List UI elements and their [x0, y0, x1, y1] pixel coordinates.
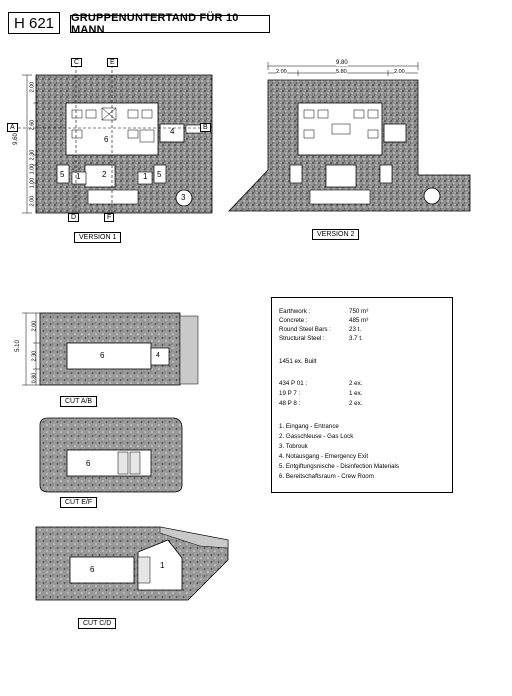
part-label: 434 P 01 : — [279, 380, 308, 387]
section-cut-ef — [39, 417, 183, 493]
cut-ab-room-4 — [150, 347, 170, 366]
v2-dim-mid: 5.80 — [336, 69, 347, 75]
plan-version-2 — [228, 62, 471, 212]
v2-dim-left: 2.00 — [276, 69, 287, 75]
caption-cut-cd: CUT C/D — [78, 618, 117, 629]
cut-ef-door-1 — [117, 451, 129, 475]
cut-ab-dimension-lines — [22, 312, 40, 386]
cut-dim-total: 5.10 — [14, 340, 21, 352]
section-marker-d: D — [68, 213, 80, 222]
v2-room-5-left — [289, 164, 303, 184]
part-label: 48 P 8 : — [279, 400, 301, 407]
cut-cd-slope — [159, 526, 229, 549]
v1-room-4 — [159, 123, 185, 143]
cut-cd-door — [137, 556, 151, 584]
room-legend-item: 2. Gasschleuse - Gas Lock — [279, 433, 354, 440]
section-marker-c: C — [71, 58, 83, 67]
v2-tobruk — [423, 187, 441, 205]
cut-cd-crew-room — [69, 556, 135, 584]
v1-furniture — [71, 107, 155, 143]
part-value: 1 ex. — [349, 390, 363, 397]
material-value: 485 m³ — [349, 317, 369, 324]
v1-dim-total: 9.60 — [12, 133, 19, 145]
section-marker-f: F — [104, 213, 115, 222]
caption-cut-ab: CUT A/B — [60, 396, 98, 407]
v1-dim-b: 1.00 — [29, 163, 36, 175]
cut-ab-earth-slope — [179, 315, 199, 385]
cut-cd-label-room-1: 1 — [160, 561, 165, 570]
room-legend-item: 5. Entgiftungsnische - Disinfection Mate… — [279, 463, 400, 470]
v1-section-lines — [18, 60, 205, 220]
v2-dimension-lines — [267, 62, 419, 76]
v1-entrance-1b — [137, 171, 153, 185]
cut-ef-door-2 — [129, 451, 141, 475]
v1-dimension-lines — [22, 74, 38, 214]
v1-label-room-1b: 1 — [143, 172, 148, 181]
section-cut-ab — [22, 312, 199, 386]
material-value: 750 m³ — [349, 308, 369, 315]
drawing-id: H 621 — [8, 12, 60, 34]
material-value: 3.7 t. — [349, 335, 363, 342]
v1-label-room-2: 2 — [102, 170, 107, 179]
built-count: 1451 ex. Built — [279, 358, 317, 365]
part-value: 2 ex. — [349, 380, 363, 387]
room-legend-item: 6. Bereitschaftsraum - Crew Room — [279, 473, 374, 480]
v2-entrance-corridor — [309, 189, 371, 205]
v2-furniture — [303, 109, 379, 139]
part-label: 19 P 7 : — [279, 390, 301, 397]
caption-version-1: VERSION 1 — [74, 232, 122, 243]
v1-entrance-corridor — [87, 189, 139, 205]
section-marker-a: A — [7, 123, 18, 132]
v1-room-5-left — [56, 164, 70, 184]
v1-label-room-6: 6 — [104, 135, 109, 144]
part-value: 2 ex. — [349, 400, 363, 407]
v2-room-4 — [383, 123, 407, 143]
section-marker-e: E — [107, 58, 118, 67]
material-value: 23 t. — [349, 326, 362, 333]
v1-label-room-4: 4 — [170, 127, 175, 136]
material-label: Round Steel Bars : — [279, 326, 331, 333]
plan-version-1 — [18, 60, 213, 220]
cut-dim-top: 2.00 — [31, 320, 38, 332]
v1-dim-a: 2.30 — [29, 149, 36, 161]
cut-ab-label-room-4: 4 — [156, 352, 160, 359]
room-legend-item: 1. Eingang - Entrance — [279, 423, 339, 430]
v1-dim-mid: 2.60 — [29, 119, 36, 131]
v2-dim-total: 9.80 — [336, 60, 348, 66]
v1-dim-c: 1.00 — [29, 177, 36, 189]
v2-room-5-right — [379, 164, 393, 184]
v1-room-5-right — [153, 164, 167, 184]
cut-ef-label-room-6: 6 — [86, 459, 91, 468]
v1-label-room-3: 3 — [181, 193, 186, 202]
caption-cut-ef: CUT E/F — [60, 497, 98, 508]
cut-dim-bottom: 0.80 — [31, 372, 38, 384]
v1-dim-top: 2.00 — [29, 81, 36, 93]
v2-dim-right: 2.00 — [394, 69, 405, 75]
cut-cd-label-room-6: 6 — [90, 565, 95, 574]
section-marker-b: B — [200, 123, 211, 132]
material-label: Structural Steel : — [279, 335, 325, 342]
v1-label-room-1a: 1 — [76, 172, 81, 181]
v1-label-room-5b: 5 — [157, 170, 162, 179]
v1-label-room-5a: 5 — [60, 170, 65, 179]
room-legend-item: 4. Notausgang - Emergency Exit — [279, 453, 369, 460]
section-cut-cd — [35, 526, 229, 601]
v1-entrance-1a — [71, 171, 87, 185]
material-label: Earthwork : — [279, 308, 311, 315]
info-panel: Earthwork : 750 m³ Concrete : 485 m³ Rou… — [271, 297, 453, 493]
v1-gaslock — [84, 164, 116, 188]
cut-ab-crew-room — [66, 342, 152, 370]
drawing-title: GRUPPENUNTERTAND FÜR 10 MANN — [70, 12, 270, 36]
v1-tobruk — [175, 189, 193, 207]
v2-gaslock — [325, 164, 357, 188]
material-label: Concrete : — [279, 317, 308, 324]
cut-ab-label-room-6: 6 — [100, 351, 105, 360]
v1-dim-d: 2.00 — [29, 195, 36, 207]
caption-version-2: VERSION 2 — [312, 229, 360, 240]
cut-dim-mid: 2.30 — [31, 350, 38, 362]
room-legend-item: 3. Tobrouk — [279, 443, 308, 450]
